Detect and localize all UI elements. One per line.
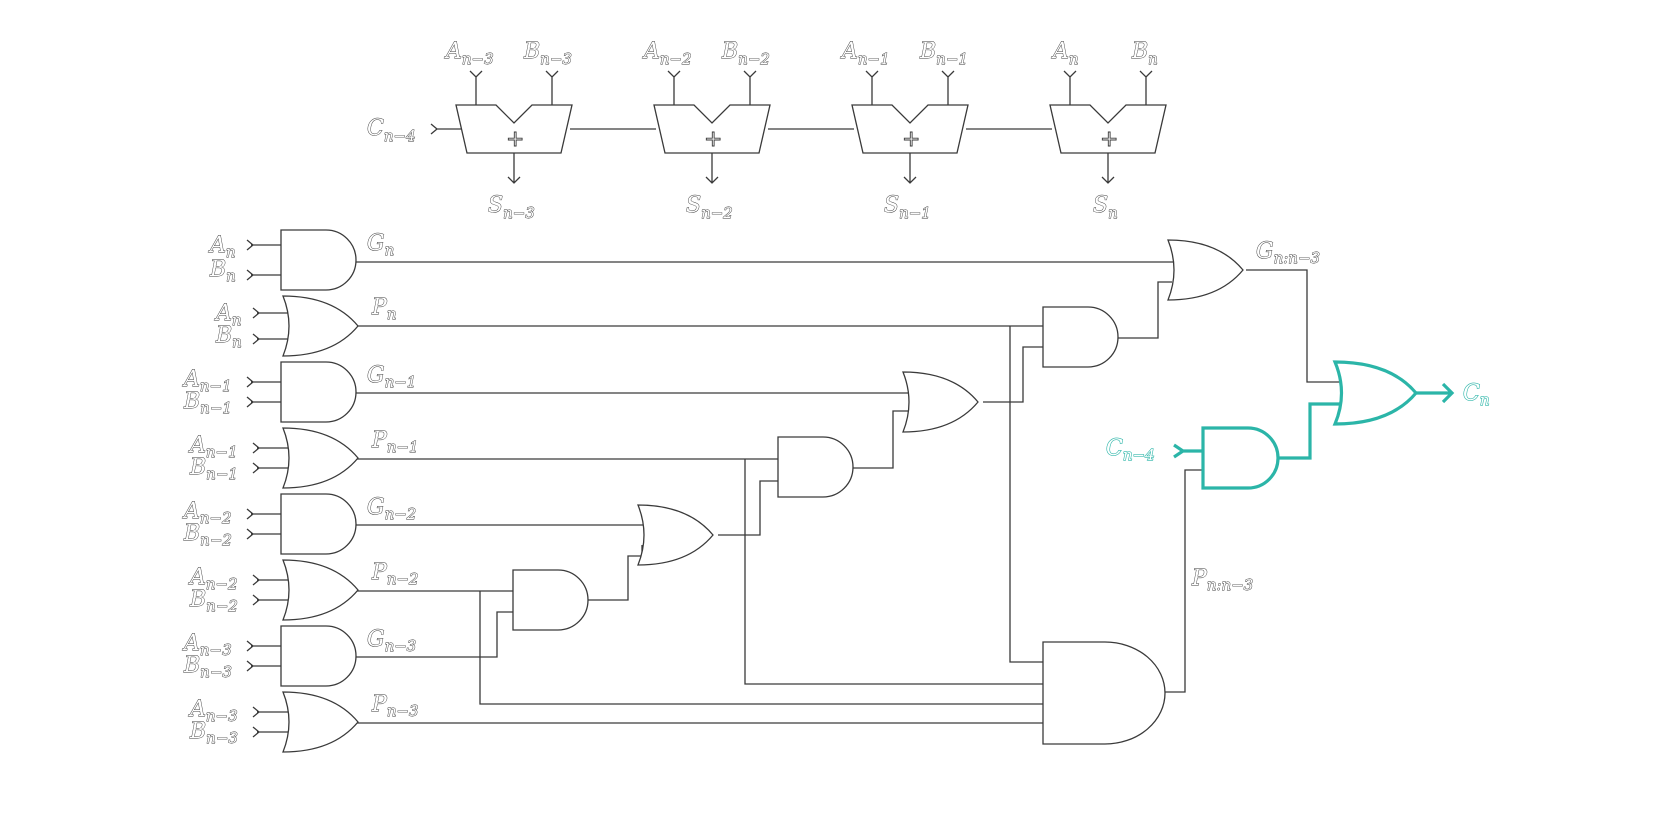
carry-in-arrow xyxy=(430,123,462,135)
svg-text:+: + xyxy=(506,127,524,152)
group-generate-label: Gn:n−3 xyxy=(1256,239,1320,267)
in-2-a: An−1 xyxy=(182,367,232,395)
carry-out-label: Cn xyxy=(1463,381,1490,409)
or-gate-2 xyxy=(902,371,979,433)
gate-p-n-minus-1 xyxy=(252,427,359,489)
adder-chain: Cn−4 + An−3 Bn−3 Sn−3 + An−2 Bn−2 Sn−2 xyxy=(367,39,1167,222)
in-3-a: An−1 xyxy=(188,433,238,461)
or-gate-final xyxy=(1167,239,1244,301)
out-g-n: Gn xyxy=(367,231,394,259)
in-5-a: An−2 xyxy=(188,565,238,593)
adder-3-sum-label: Sn xyxy=(1093,193,1118,222)
big-and-gate xyxy=(1042,641,1166,745)
adder-0-sum-label: Sn−3 xyxy=(488,193,535,222)
adder-2-a-label: An−1 xyxy=(840,39,890,68)
svg-text:+: + xyxy=(704,127,722,152)
in-3-b: Bn−1 xyxy=(189,455,238,483)
in-4-b: Bn−2 xyxy=(183,521,232,549)
teal-or-gate xyxy=(1332,360,1419,426)
teal-carry-in-label: Cn−4 xyxy=(1106,436,1155,464)
carry-lookahead-output: Cn−4 Cn xyxy=(1105,360,1490,490)
adder-3-a-label: An xyxy=(1051,39,1079,68)
adder-2-sum-label: Sn−1 xyxy=(884,193,931,222)
out-p-n-minus-1: Pn−1 xyxy=(371,428,419,456)
gate-p-n-minus-3 xyxy=(252,691,359,753)
out-p-n-minus-2: Pn−2 xyxy=(371,560,419,588)
adder-n-minus-2: + xyxy=(653,70,771,184)
group-propagate-label: Pn:n−3 xyxy=(1191,566,1253,594)
combine-gates xyxy=(512,239,1244,745)
adder-0-a-label: An−3 xyxy=(444,39,494,68)
and-gate-3 xyxy=(1042,306,1119,368)
adder-2-b-label: Bn−1 xyxy=(919,39,968,68)
in-2-b: Bn−1 xyxy=(183,389,232,417)
in-7-b: Bn−3 xyxy=(189,719,238,747)
gate-g-n-minus-3 xyxy=(246,625,357,687)
gate-p-n xyxy=(252,295,359,357)
in-0-a: An xyxy=(208,233,236,261)
in-6-a: An−3 xyxy=(182,631,232,659)
out-p-n-minus-3: Pn−3 xyxy=(371,692,419,720)
out-g-n-minus-3: Gn−3 xyxy=(367,627,416,655)
adder-n: + xyxy=(1049,70,1167,184)
adder-n-minus-1: + xyxy=(851,70,969,184)
adder-1-b-label: Bn−2 xyxy=(721,39,770,68)
in-1-a: An xyxy=(214,301,242,329)
gate-g-n-minus-1 xyxy=(246,361,357,423)
and-gate-2 xyxy=(777,436,854,498)
adder-1-sum-label: Sn−2 xyxy=(686,193,733,222)
input-gates: An Bn An Bn An−1 Bn−1 An−1 Bn−1 An−2 Bn−… xyxy=(182,229,419,753)
svg-text:+: + xyxy=(1100,127,1118,152)
teal-and-gate xyxy=(1201,426,1280,490)
in-5-b: Bn−2 xyxy=(189,587,238,615)
out-g-n-minus-1: Gn−1 xyxy=(367,363,416,391)
in-1-b: Bn xyxy=(215,323,242,351)
in-7-a: An−3 xyxy=(188,697,238,725)
wiring xyxy=(356,261,1343,724)
svg-text:+: + xyxy=(902,127,920,152)
out-g-n-minus-2: Gn−2 xyxy=(367,495,416,523)
adder-1-a-label: An−2 xyxy=(642,39,692,68)
adder-n-minus-3: + xyxy=(455,70,573,184)
adder-3-b-label: Bn xyxy=(1131,39,1158,68)
in-0-b: Bn xyxy=(209,257,236,285)
in-4-a: An−2 xyxy=(182,499,232,527)
carry-in-label: Cn−4 xyxy=(367,116,416,145)
or-gate-1 xyxy=(637,504,714,566)
and-gate-1 xyxy=(512,569,589,631)
in-6-b: Bn−3 xyxy=(183,653,232,681)
out-p-n: Pn xyxy=(371,295,396,323)
gate-p-n-minus-2 xyxy=(252,559,359,621)
gate-g-n-minus-2 xyxy=(246,493,357,555)
adder-0-b-label: Bn−3 xyxy=(523,39,572,68)
gate-g-n xyxy=(246,229,357,291)
